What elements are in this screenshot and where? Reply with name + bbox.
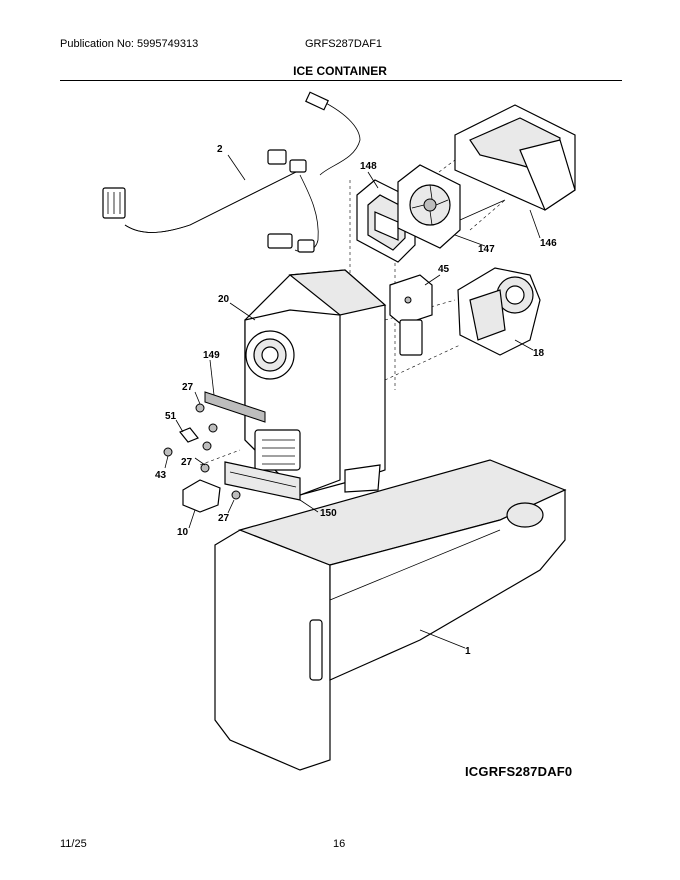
screws-part-27: [195, 403, 241, 500]
callout-150: 150: [320, 508, 337, 519]
callout-43: 43: [155, 470, 167, 481]
strip-part-149: [204, 391, 266, 423]
diagram-code: ICGRFS287DAF0: [465, 764, 573, 779]
callout-2: 2: [217, 144, 223, 155]
screw-part-43: [163, 447, 173, 457]
shroud-part-148: [356, 179, 416, 263]
page-number: 16: [333, 838, 346, 850]
callout-147: 147: [478, 244, 495, 255]
callout-146: 146: [540, 238, 557, 249]
wire-harness-part-2: [102, 91, 361, 253]
cover-part-10: [182, 479, 221, 513]
ice-maker-housing-part-20: [244, 269, 387, 496]
publication-number: Publication No: 5995749313: [60, 38, 199, 50]
footer-date: 11/25: [60, 838, 87, 850]
callout-1: 1: [465, 646, 471, 657]
vent-grille: [262, 439, 295, 465]
ice-container-part-1: [214, 459, 567, 771]
callout-27-a: 27: [182, 382, 194, 393]
leader-lines: [164, 154, 541, 649]
model-number: GRFS287DAF1: [305, 38, 383, 50]
callout-18: 18: [533, 348, 545, 359]
callout-20: 20: [218, 294, 230, 305]
callout-27-c: 27: [218, 513, 230, 524]
callout-51: 51: [165, 411, 177, 422]
duct-part-146: [454, 104, 576, 211]
bracket-part-51: [179, 427, 199, 443]
callout-10: 10: [177, 527, 189, 538]
callout-148: 148: [360, 161, 377, 172]
header-rule: [60, 80, 622, 81]
actuator-part-45: [389, 274, 433, 356]
fan-part-147: [397, 164, 506, 249]
page-title: ICE CONTAINER: [293, 64, 387, 78]
callout-45: 45: [438, 264, 450, 275]
callout-27-b: 27: [181, 457, 193, 468]
motor-part-18: [457, 267, 541, 356]
callout-149: 149: [203, 350, 220, 361]
